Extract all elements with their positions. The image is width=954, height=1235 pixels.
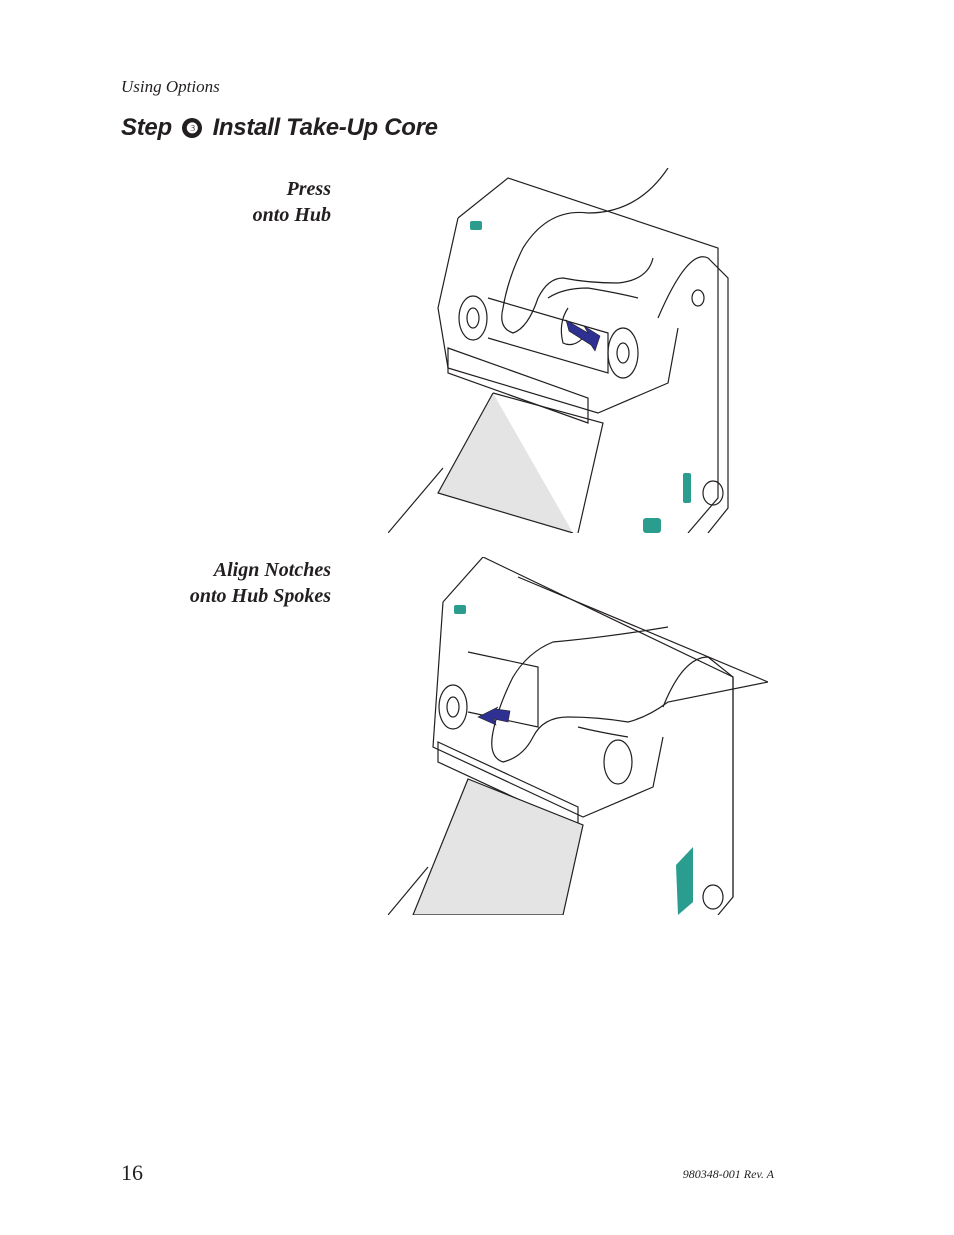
page-number: 16 [121, 1160, 143, 1185]
figure-1-caption: Press onto Hub [253, 176, 331, 228]
figure-1-caption-line-1: Press [286, 178, 331, 200]
figure-2-caption-line-1: Align Notches [213, 559, 331, 581]
step-title: Step ❸ Install Take-Up Core [121, 114, 438, 142]
figure-2-caption-line-2: onto Hub Spokes [189, 585, 331, 607]
section-header: Using Options [121, 77, 220, 96]
step-number-badge: ❸ [182, 118, 203, 138]
step-prefix: Step [121, 114, 172, 141]
step-title-text: Install Take-Up Core [212, 114, 438, 141]
align-notches-illustration [388, 557, 768, 915]
figure-2-caption: Align Notches onto Hub Spokes [190, 557, 331, 609]
press-onto-hub-illustration [388, 168, 729, 533]
figure-1-caption-line-2: onto Hub [252, 204, 331, 226]
document-revision: 980348-001 Rev. A [682, 1167, 774, 1181]
